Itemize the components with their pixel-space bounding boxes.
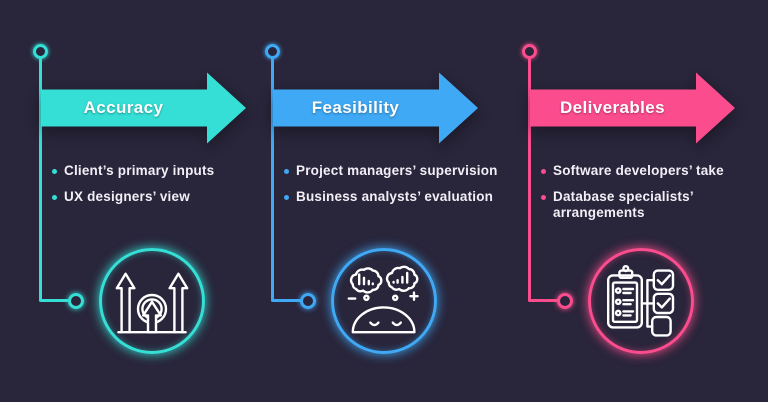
- list-item: Software developers’ take: [541, 163, 737, 179]
- bullet-dot: [541, 168, 546, 174]
- bullet-list: Project managers’ supervision Business a…: [284, 163, 529, 215]
- column-accuracy: Accuracy Client’s primary inputs UX desi…: [33, 0, 289, 402]
- connector-vertical-line: [39, 57, 42, 301]
- growth-arrows-target-icon: [115, 272, 189, 334]
- connector-horizontal-line: [528, 298, 559, 302]
- list-item: Database specialists’ arrangements: [541, 189, 737, 221]
- banner-label: Feasibility: [311, 98, 400, 117]
- bullet-text: Business analysts’ evaluation: [296, 189, 494, 204]
- bullet-text: Project managers’ supervision: [296, 163, 498, 178]
- connector-horizontal-line: [39, 298, 70, 302]
- bullet-dot: [284, 168, 289, 174]
- bullet-dot: [52, 168, 57, 174]
- connector-horizontal-line: [271, 298, 302, 302]
- banner-arrow: [529, 72, 735, 144]
- bullet-list: Software developers’ take Database speci…: [541, 163, 737, 231]
- list-item: Business analysts’ evaluation: [284, 189, 529, 205]
- list-item: UX designers’ view: [52, 189, 297, 205]
- connector-vertical-line: [528, 57, 531, 301]
- bullet-text: Database specialists’ arrangements: [553, 189, 694, 220]
- bullet-dot: [541, 194, 546, 200]
- list-item: Project managers’ supervision: [284, 163, 529, 179]
- thinking-head-icon: [347, 265, 419, 334]
- icon-badge-deliverables: [588, 248, 694, 354]
- checklist-clipboard-icon: [607, 265, 675, 337]
- banner-label: Accuracy: [83, 98, 164, 117]
- banner-label: Deliverables: [560, 98, 665, 117]
- timeline-node-bottom: [68, 292, 84, 309]
- bullet-list: Client’s primary inputs UX designers’ vi…: [52, 163, 297, 215]
- column-feasibility: Feasibility Project managers’ supervisio…: [265, 0, 521, 402]
- timeline-node-bottom: [557, 292, 573, 309]
- banner-arrow: [272, 72, 478, 144]
- icon-badge-feasibility: [331, 248, 437, 354]
- timeline-node-bottom: [300, 292, 316, 309]
- icon-badge-accuracy: [99, 248, 205, 354]
- banner-arrow: [40, 72, 246, 144]
- bullet-text: Client’s primary inputs: [64, 163, 215, 178]
- list-item: Client’s primary inputs: [52, 163, 297, 179]
- column-deliverables: Deliverables Software developers’ take D…: [522, 0, 768, 402]
- bullet-dot: [284, 194, 289, 200]
- bullet-text: Software developers’ take: [553, 163, 724, 178]
- connector-vertical-line: [271, 57, 274, 301]
- bullet-dot: [52, 194, 57, 200]
- bullet-text: UX designers’ view: [64, 189, 190, 204]
